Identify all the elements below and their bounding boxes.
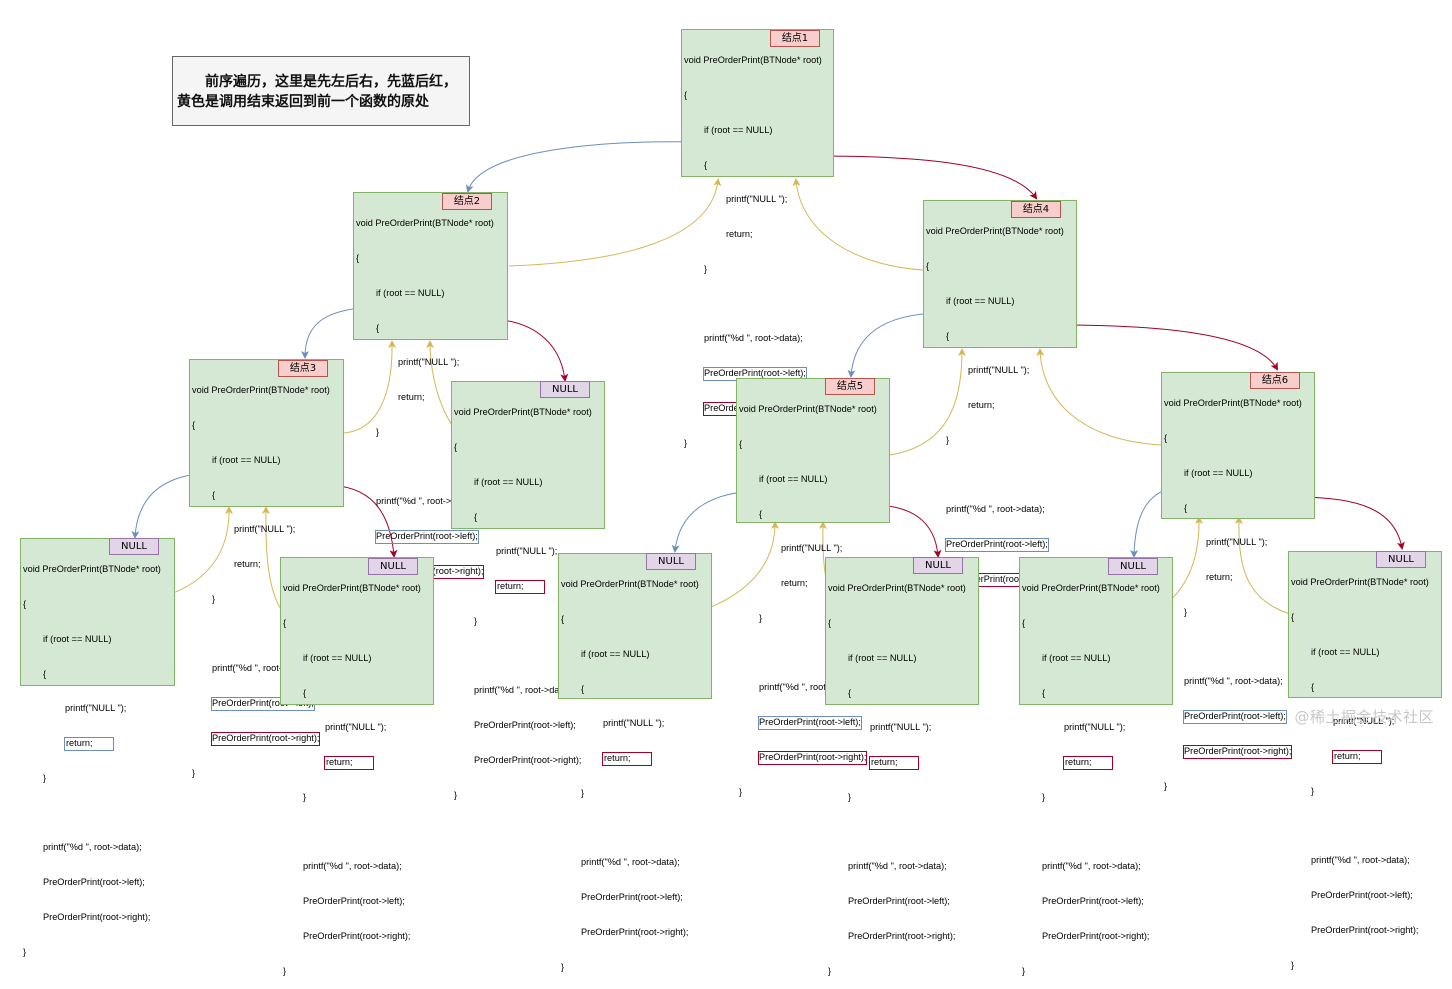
code-box-node-5: void PreOrderPrint(BTNode* root) { if (r… bbox=[736, 378, 890, 797]
code-box-null-3-right: void PreOrderPrint(BTNode* root) { if (r… bbox=[280, 557, 434, 976]
code-box-node-2: void PreOrderPrint(BTNode* root) { if (r… bbox=[353, 192, 508, 611]
null-tag: NULL bbox=[109, 538, 159, 555]
code-box-node-4: void PreOrderPrint(BTNode* root) { if (r… bbox=[923, 200, 1077, 619]
left-call-highlight: PreOrderPrint(root->left); bbox=[703, 367, 807, 381]
node-tag-5: 结点5 bbox=[825, 378, 875, 395]
node-tag-3: 结点3 bbox=[278, 360, 328, 377]
return-highlight: return; bbox=[869, 756, 919, 770]
right-call-arrow-1-4 bbox=[815, 155, 1038, 200]
code-box-null-6-left: void PreOrderPrint(BTNode* root) { if (r… bbox=[1019, 557, 1173, 976]
return-highlight: return; bbox=[1332, 750, 1382, 764]
left-call-highlight: PreOrderPrint(root->left); bbox=[758, 716, 862, 730]
null-tag: NULL bbox=[540, 381, 590, 398]
left-call-arrow-1-2 bbox=[465, 141, 701, 193]
left-call-highlight: PreOrderPrint(root->left); bbox=[375, 530, 479, 544]
code-signature: void PreOrderPrint(BTNode* root) bbox=[684, 55, 822, 66]
right-call-arrow-4-6 bbox=[1056, 324, 1278, 371]
return-highlight: return; bbox=[324, 756, 374, 770]
node-tag-1: 结点1 bbox=[770, 30, 820, 47]
node-tag-2: 结点2 bbox=[442, 193, 492, 210]
return-highlight: return; bbox=[602, 752, 652, 766]
null-tag: NULL bbox=[368, 558, 418, 575]
return-highlight: return; bbox=[64, 737, 114, 751]
right-call-highlight: PreOrderPrint(root->right); bbox=[210, 732, 321, 746]
code-box-node-3: void PreOrderPrint(BTNode* root) { if (r… bbox=[189, 359, 344, 778]
node-tag-6: 结点6 bbox=[1250, 372, 1300, 389]
code-box-null-2-right: void PreOrderPrint(BTNode* root) { if (r… bbox=[451, 381, 605, 800]
code-box-node-6: void PreOrderPrint(BTNode* root) { if (r… bbox=[1161, 372, 1315, 791]
return-highlight: return; bbox=[495, 580, 545, 594]
left-call-highlight: PreOrderPrint(root->left); bbox=[211, 697, 315, 711]
null-tag: NULL bbox=[1376, 551, 1426, 568]
left-call-highlight: PreOrderPrint(root->left); bbox=[1183, 710, 1287, 724]
code-box-null-5-right: void PreOrderPrint(BTNode* root) { if (r… bbox=[825, 557, 979, 976]
null-tag: NULL bbox=[1108, 558, 1158, 575]
node-tag-4: 结点4 bbox=[1011, 201, 1061, 218]
description-note: 前序遍历，这里是先左后右，先蓝后红， 黄色是调用结束返回到前一个函数的原处 bbox=[172, 56, 470, 126]
right-call-highlight: PreOrderPrint(root->right); bbox=[944, 573, 1055, 587]
note-line-2: 黄色是调用结束返回到前一个函数的原处 bbox=[177, 94, 429, 110]
code-box-null-5-left: void PreOrderPrint(BTNode* root) { if (r… bbox=[558, 553, 712, 972]
code-box-null-6-right: void PreOrderPrint(BTNode* root) { if (r… bbox=[1288, 551, 1442, 970]
null-tag: NULL bbox=[646, 553, 696, 570]
code-box-null-3-left: void PreOrderPrint(BTNode* root) { if (r… bbox=[20, 538, 175, 957]
right-call-highlight: PreOrderPrint(root->right); bbox=[1182, 745, 1293, 759]
return-highlight: return; bbox=[1063, 756, 1113, 770]
note-line-1: 前序遍历，这里是先左后右，先蓝后红， bbox=[205, 74, 457, 90]
left-call-highlight: PreOrderPrint(root->left); bbox=[945, 538, 1049, 552]
null-tag: NULL bbox=[913, 557, 963, 574]
watermark: @稀土掘金技术社区 bbox=[1294, 708, 1434, 726]
code-box-node-1: void PreOrderPrint(BTNode* root) { if (r… bbox=[681, 29, 834, 448]
